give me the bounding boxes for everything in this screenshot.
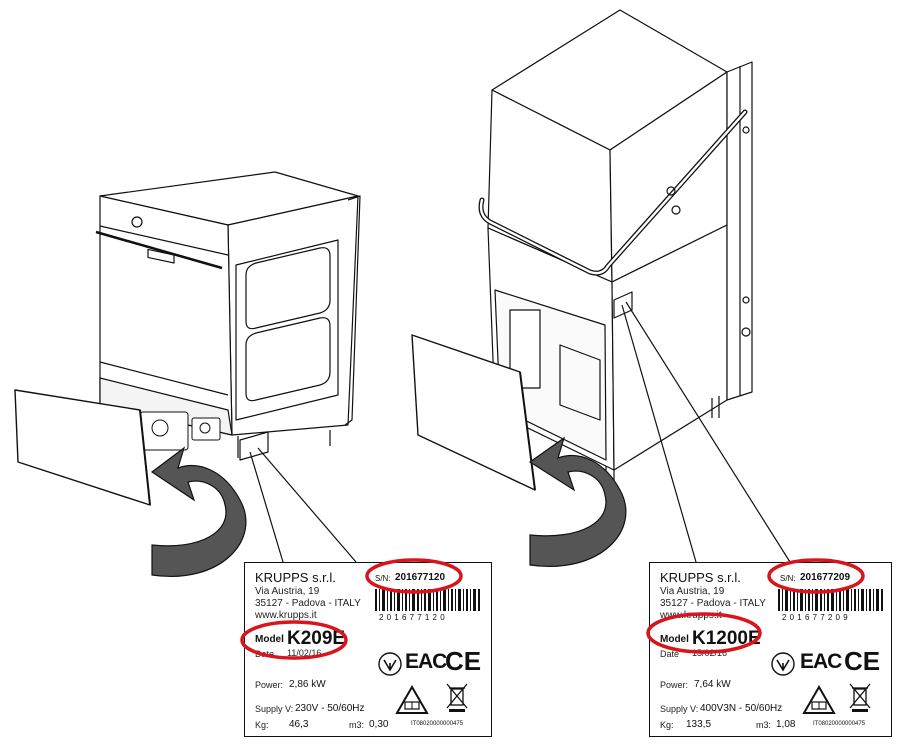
supply-label: Supply V: xyxy=(660,704,699,714)
volume-label: m3: xyxy=(756,720,772,730)
weight-value: 133,5 xyxy=(686,719,712,730)
eac-mark: EAC xyxy=(800,650,842,673)
volume-value: 1,08 xyxy=(776,719,796,730)
serial-number: 201677209 xyxy=(800,572,851,583)
weight-label: Kg: xyxy=(255,720,269,730)
date-value: 11/02/16 xyxy=(287,648,322,658)
barcode-digits: 201677120 xyxy=(379,613,448,622)
company-name: KRUPPS s.r.l. xyxy=(255,570,336,585)
supply-value: 230V - 50/60Hz xyxy=(295,703,365,714)
power-label: Power: xyxy=(660,680,689,690)
left-leader-line-1 xyxy=(249,451,284,563)
nameplate-right: KRUPPS s.r.l. Via Austria, 19 35127 - Pa… xyxy=(649,562,892,737)
crossed-bin-icon xyxy=(446,683,468,712)
hood-dishwasher xyxy=(411,9,753,498)
website: www.krupps.it xyxy=(255,610,317,621)
crossed-bin-icon xyxy=(849,683,871,712)
volume-value: 0,30 xyxy=(369,719,389,730)
date-label: Date xyxy=(660,649,680,659)
warning-read-manual-icon xyxy=(802,685,836,714)
power-label: Power: xyxy=(255,680,284,690)
ce-mark: CE xyxy=(844,646,881,676)
power-value: 7,64 kW xyxy=(694,679,731,690)
address-line-2: 35127 - Padova - ITALY xyxy=(660,598,766,609)
right-leader-line-1 xyxy=(621,304,697,563)
model-label: Model xyxy=(660,634,689,645)
address-line-1: Via Austria, 19 xyxy=(660,586,725,597)
warning-read-manual-icon xyxy=(395,685,429,714)
model-label: Model xyxy=(255,634,284,645)
right-leader-line-2 xyxy=(625,301,791,563)
model-code: K209E xyxy=(287,628,346,649)
undercounter-dishwasher xyxy=(14,171,361,506)
supply-label: Supply V: xyxy=(255,704,294,714)
model-code: K1200E xyxy=(692,628,761,649)
left-leader-line-2 xyxy=(257,447,357,563)
weight-label: Kg: xyxy=(660,720,674,730)
certification-code: IT08020000000475 xyxy=(813,721,866,727)
left-curved-arrow xyxy=(150,446,247,577)
recycling-icon xyxy=(771,652,795,676)
right-curved-arrow xyxy=(528,436,627,567)
volume-label: m3: xyxy=(349,720,365,730)
eac-mark: EAC xyxy=(405,650,447,673)
serial-label: S/N: xyxy=(780,574,796,583)
ce-mark: CE xyxy=(445,646,482,676)
weight-value: 46,3 xyxy=(289,719,309,730)
barcode xyxy=(778,589,883,611)
website: www.krupps.it xyxy=(660,610,722,621)
serial-number: 201677120 xyxy=(395,572,446,583)
barcode-digits: 201677209 xyxy=(782,613,851,622)
power-value: 2,86 kW xyxy=(289,679,326,690)
barcode xyxy=(375,589,480,611)
date-value: 15/02/16 xyxy=(692,648,728,658)
recycling-icon xyxy=(378,652,402,676)
address-line-1: Via Austria, 19 xyxy=(255,586,320,597)
nameplate-left: KRUPPS s.r.l. Via Austria, 19 35127 - Pa… xyxy=(244,562,492,737)
supply-value: 400V3N - 50/60Hz xyxy=(700,703,783,714)
address-line-2: 35127 - Padova - ITALY xyxy=(255,598,361,609)
certification-code: IT08020000000475 xyxy=(411,721,464,727)
serial-label: S/N: xyxy=(375,574,391,583)
company-name: KRUPPS s.r.l. xyxy=(660,570,741,585)
date-label: Date xyxy=(255,649,275,659)
